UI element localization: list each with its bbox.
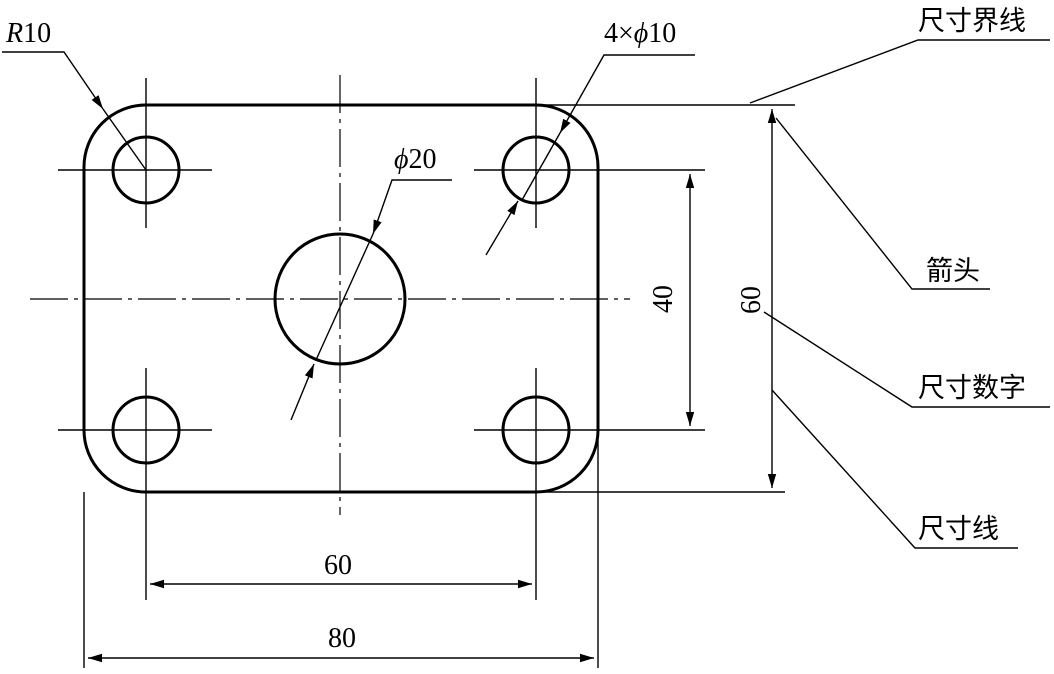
hole-centerlines [58,78,705,600]
callout-leader-arrowhead [775,117,990,290]
height-inner-label: 40 [648,285,679,313]
small-hole-leader [559,54,695,134]
width-inner-label: 60 [324,550,352,581]
callout-dimension-line: 尺寸线 [918,514,999,545]
center-hole-label: ϕ20 [394,144,437,175]
callout-dimension-number: 尺寸数字 [918,373,1026,404]
callout-leader-extension-line [749,39,1050,104]
extension-lines [83,104,795,668]
radius-leader [2,51,104,110]
width-outer-label: 80 [328,623,356,654]
small-hole-label: 4×ϕ10 [604,18,676,49]
callout-leader-dimension-line [771,389,1018,549]
center-hole-leader [372,179,452,235]
callout-arrowhead: 箭头 [926,256,980,287]
height-outer-label: 60 [736,286,767,314]
radius-label: R10 [5,18,51,49]
callout-extension-line: 尺寸界线 [918,6,1026,37]
callout-leader-dimension-number [763,311,1050,408]
